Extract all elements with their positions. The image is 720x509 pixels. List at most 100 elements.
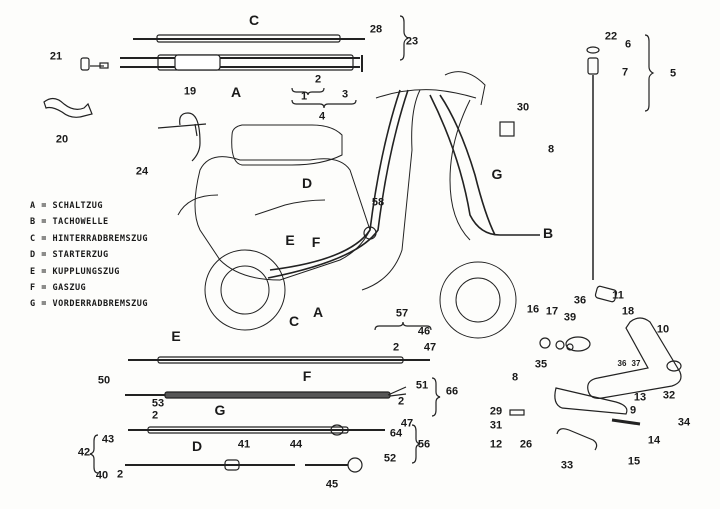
part-label: 64 bbox=[389, 427, 403, 440]
part-label: 30 bbox=[516, 101, 530, 114]
part-label: 36 bbox=[617, 359, 627, 368]
part-label: 31 bbox=[489, 419, 503, 432]
cable-e bbox=[128, 356, 430, 364]
legend-item-c: C = HINTERRADBREMSZUG bbox=[30, 233, 148, 244]
part-label: 2 bbox=[397, 395, 405, 408]
part-58 bbox=[363, 226, 377, 240]
part-label: 21 bbox=[49, 50, 63, 63]
part-label: 2 bbox=[151, 409, 159, 422]
part-label: 11 bbox=[612, 289, 624, 302]
brace-23 bbox=[399, 15, 410, 61]
part-label: 26 bbox=[519, 438, 533, 451]
part-label: 39 bbox=[563, 311, 577, 324]
part-label: 57 bbox=[395, 307, 409, 320]
legend-item-g: G = VORDERRADBREMSZUG bbox=[30, 299, 148, 310]
cable-d bbox=[125, 457, 363, 473]
part-label: 56 bbox=[417, 438, 431, 451]
part-label: 44 bbox=[289, 438, 303, 451]
part-label: 19 bbox=[183, 85, 197, 98]
cable-g bbox=[128, 424, 385, 436]
cable-f bbox=[125, 386, 407, 399]
part-label: 10 bbox=[656, 323, 670, 336]
part-label: A bbox=[312, 304, 324, 320]
part-label: 45 bbox=[325, 478, 339, 491]
part-label: A bbox=[230, 84, 242, 100]
part-24 bbox=[157, 112, 207, 162]
part-label: C bbox=[288, 313, 300, 329]
part-label: 2 bbox=[392, 341, 400, 354]
part-label: 47 bbox=[400, 417, 414, 430]
part-label: 15 bbox=[627, 455, 641, 468]
part-label: C bbox=[248, 12, 260, 28]
part-label: 66 bbox=[445, 385, 459, 398]
legend: A = SCHALTZUG B = TACHOWELLE C = HINTERR… bbox=[30, 198, 148, 313]
part-label: E bbox=[285, 232, 295, 248]
part-label: 41 bbox=[237, 438, 251, 451]
part-label: 8 bbox=[547, 143, 555, 156]
part-label: 35 bbox=[534, 358, 548, 371]
part-label: 1 bbox=[300, 90, 308, 103]
part-label: 46 bbox=[417, 325, 431, 338]
part-label: D bbox=[301, 175, 313, 191]
part-label: 14 bbox=[647, 434, 661, 447]
part-label: 12 bbox=[489, 438, 503, 451]
part-label: G bbox=[491, 166, 503, 182]
legend-item-e: E = KUPPLUNGSZUG bbox=[30, 266, 120, 277]
brace-42 bbox=[89, 434, 99, 474]
part-label: 20 bbox=[55, 133, 69, 146]
brace-56 bbox=[411, 424, 421, 464]
part-20 bbox=[43, 97, 93, 118]
part-21 bbox=[80, 57, 109, 71]
part-label: 13 bbox=[633, 391, 647, 404]
part-label: 29 bbox=[489, 405, 503, 418]
part-label: 40 bbox=[95, 469, 109, 482]
part-30 bbox=[499, 121, 515, 137]
part-label: 33 bbox=[560, 459, 574, 472]
part-label: 52 bbox=[383, 452, 397, 465]
part-label: F bbox=[311, 234, 321, 250]
brace-66 bbox=[431, 377, 441, 417]
part-label: 36 bbox=[573, 294, 587, 307]
part-label: 43 bbox=[101, 433, 115, 446]
brace-5 bbox=[644, 34, 655, 112]
part-label: 58 bbox=[371, 196, 385, 209]
cable-c-top bbox=[133, 34, 365, 43]
part-label: B bbox=[542, 225, 554, 241]
part-label: E bbox=[171, 328, 181, 344]
part-label: G bbox=[214, 402, 226, 418]
part-label: 16 bbox=[526, 303, 540, 316]
brace-1 bbox=[291, 87, 325, 96]
brace-4 bbox=[291, 99, 357, 109]
part-label: 24 bbox=[135, 165, 149, 178]
cable-a-top bbox=[120, 54, 363, 72]
part-label: 32 bbox=[662, 389, 676, 402]
part-label: 3 bbox=[341, 88, 349, 101]
part-label: 18 bbox=[621, 305, 635, 318]
part-label: 17 bbox=[545, 305, 559, 318]
part-label: 51 bbox=[415, 379, 429, 392]
legend-item-a: A = SCHALTZUG bbox=[30, 201, 104, 211]
part-label: 7 bbox=[621, 66, 629, 79]
part-label: 8 bbox=[511, 371, 519, 384]
part-label: 50 bbox=[97, 374, 111, 387]
part-label: 22 bbox=[604, 30, 618, 43]
brake-pedal-assembly bbox=[509, 285, 682, 451]
part-label: 2 bbox=[116, 468, 124, 481]
legend-item-d: D = STARTERZUG bbox=[30, 250, 109, 261]
part-label: 23 bbox=[405, 35, 419, 48]
part-label: F bbox=[302, 368, 312, 384]
part-label: 42 bbox=[77, 446, 91, 459]
part-label: 9 bbox=[629, 404, 637, 417]
legend-item-b: B = TACHOWELLE bbox=[30, 217, 109, 228]
part-label: 2 bbox=[314, 73, 322, 86]
part-label: 6 bbox=[624, 38, 632, 51]
part-label: 34 bbox=[677, 416, 691, 429]
part-label: 4 bbox=[318, 110, 326, 123]
scooter bbox=[177, 71, 540, 339]
part-8-speedo-cable bbox=[586, 46, 600, 280]
part-label: 28 bbox=[369, 23, 383, 36]
legend-item-f: F = GASZUG bbox=[30, 283, 87, 294]
part-label: 53 bbox=[151, 397, 165, 410]
